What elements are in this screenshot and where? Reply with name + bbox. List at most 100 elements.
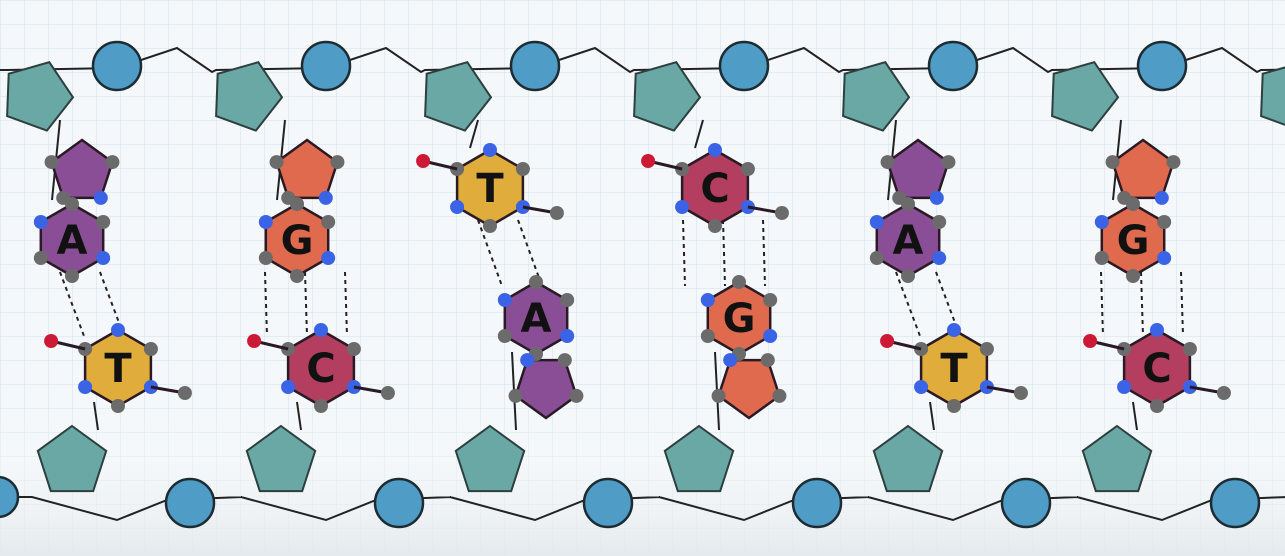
phosphate-circle-icon <box>0 475 20 519</box>
atom-dot-icon <box>1216 386 1231 400</box>
glycosidic-bond <box>93 401 99 431</box>
base-C: C <box>641 143 789 233</box>
atom-dot-icon <box>708 219 722 233</box>
sugar-pentagon-icon <box>245 424 317 493</box>
sugar-pentagon-icon <box>215 61 284 132</box>
atom-dot-icon <box>1094 215 1109 229</box>
phosphate-circle-icon <box>509 40 561 92</box>
base-T: T <box>416 143 564 233</box>
base-letter-label: C <box>1142 346 1171 392</box>
glycosidic-bond <box>694 119 704 149</box>
hydrogen-bond <box>682 219 686 287</box>
atom-dot-icon <box>520 353 535 368</box>
top-base-group: C <box>641 143 789 233</box>
atom-dot-icon <box>1013 386 1028 400</box>
atom-dot-icon <box>774 206 789 220</box>
sugar-pentagon-icon <box>36 424 108 493</box>
atom-dot-icon <box>700 329 715 343</box>
atom-dot-icon <box>880 155 895 170</box>
base-pair-C-G: CG <box>641 119 789 431</box>
base-letter-label: T <box>476 166 504 212</box>
sugar-pentagon-icon <box>1260 66 1285 126</box>
glycosidic-bond <box>296 401 302 431</box>
atom-dot-icon <box>497 293 512 307</box>
top-base-group: G <box>1094 138 1181 283</box>
top-base-group: A <box>869 138 956 283</box>
phosphate-circle-icon <box>1136 40 1188 92</box>
base-T: T <box>44 323 192 413</box>
hydrogen-bond <box>1100 271 1104 337</box>
atom-dot-icon <box>772 388 787 403</box>
atom-dot-icon <box>258 251 273 265</box>
atom-dot-icon <box>1083 334 1098 348</box>
atom-dot-icon <box>529 275 543 289</box>
bottom-base-group: A <box>497 275 584 420</box>
atom-dot-icon <box>281 380 296 394</box>
atom-dot-icon <box>281 190 296 205</box>
glycosidic-bond <box>929 401 935 431</box>
atom-dot-icon <box>143 342 158 356</box>
atom-dot-icon <box>869 251 884 265</box>
atom-dot-icon <box>416 154 431 168</box>
base-letter-label: G <box>723 296 756 342</box>
atom-dot-icon <box>290 269 304 283</box>
glycosidic-bond <box>1132 401 1138 431</box>
atom-dot-icon <box>111 323 125 337</box>
sugar-pentagon-icon <box>6 61 75 132</box>
phosphate-circle-icon <box>164 477 216 529</box>
atom-dot-icon <box>1126 269 1140 283</box>
atom-dot-icon <box>96 215 111 229</box>
base-letter-label: A <box>57 218 88 264</box>
base-letter-label: C <box>700 166 729 212</box>
atom-dot-icon <box>740 162 755 176</box>
atom-dot-icon <box>892 190 907 205</box>
atom-dot-icon <box>93 190 108 205</box>
hydrogen-bond <box>304 271 308 337</box>
hydrogen-bond <box>1140 271 1144 337</box>
atom-dot-icon <box>346 342 361 356</box>
atom-dot-icon <box>929 190 944 205</box>
atom-dot-icon <box>932 251 947 265</box>
top-strand-backbone <box>0 40 1285 132</box>
atom-dot-icon <box>111 399 125 413</box>
bottom-strand-backbone <box>0 424 1285 529</box>
sugar-pentagon-icon <box>663 424 735 493</box>
atom-dot-icon <box>932 215 947 229</box>
bottom-base-group: G <box>700 275 787 420</box>
atom-dot-icon <box>1150 399 1164 413</box>
atom-dot-icon <box>732 275 746 289</box>
atom-dot-icon <box>979 342 994 356</box>
atom-dot-icon <box>560 293 575 307</box>
atom-dot-icon <box>1117 380 1132 394</box>
base-G: G <box>700 275 787 420</box>
hydrogen-bond <box>264 271 268 337</box>
atom-dot-icon <box>33 251 48 265</box>
atom-dot-icon <box>914 380 929 394</box>
sugar-pentagon-icon <box>633 61 702 132</box>
base-pair-A-T: AT <box>33 119 192 431</box>
atom-dot-icon <box>1166 155 1181 170</box>
base-letter-label: G <box>1117 218 1150 264</box>
atom-dot-icon <box>321 251 336 265</box>
bottom-base-group: C <box>1083 323 1231 413</box>
atom-dot-icon <box>560 329 575 343</box>
atom-dot-icon <box>901 269 915 283</box>
atom-dot-icon <box>763 329 778 343</box>
sugar-pentagon-icon <box>842 61 911 132</box>
base-letter-label: T <box>940 346 968 392</box>
atom-dot-icon <box>515 162 530 176</box>
hydrogen-bond <box>477 219 503 287</box>
base-G: G <box>258 138 345 283</box>
atom-dot-icon <box>321 215 336 229</box>
atom-dot-icon <box>763 293 778 307</box>
base-A: A <box>33 138 120 283</box>
base-letter-label: T <box>104 346 132 392</box>
atom-dot-icon <box>1182 342 1197 356</box>
atom-dot-icon <box>947 399 961 413</box>
base-letter-label: G <box>281 218 314 264</box>
phosphate-circle-icon <box>927 40 979 92</box>
atom-dot-icon <box>65 269 79 283</box>
atom-dot-icon <box>450 200 465 214</box>
atom-dot-icon <box>1150 323 1164 337</box>
